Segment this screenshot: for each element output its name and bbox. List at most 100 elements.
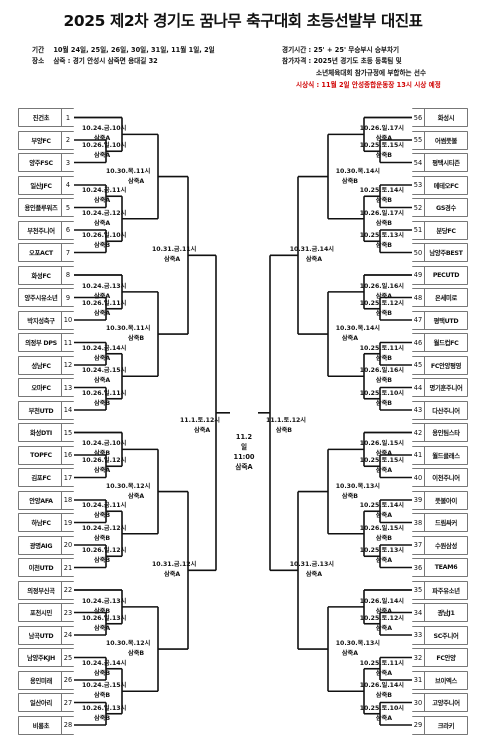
team-name: FC안양평영 [430, 362, 462, 370]
team-name: 광남J1 [437, 610, 455, 617]
left-r1-venue: 삼죽B [94, 607, 111, 615]
left-r1-venue: 삼죽B [94, 450, 111, 458]
team-name: 용인팀스타 [432, 430, 460, 437]
team-number: 44 [412, 379, 425, 396]
team-number: 6 [61, 221, 74, 239]
team-name: 이천주니어 [432, 475, 460, 482]
team-number: 48 [412, 289, 425, 306]
period-value: 10월 24일, 25일, 26일, 30일, 31일, 11월 1일, 2일 [53, 46, 215, 54]
team-name: 수원삼성 [435, 542, 457, 550]
right-r1-venue: 삼죽A [375, 557, 392, 565]
team-number: 12 [61, 356, 74, 374]
left-r1-venue: 삼죽B [94, 714, 111, 722]
left-r1-time: 10.24.금.13시 [82, 597, 127, 605]
team-name: 의정부신곡 [27, 587, 55, 595]
team-name: 김포FC [31, 475, 51, 482]
final-day: 일 [240, 443, 248, 451]
right-r1-time: 10.25.토.11시 [359, 344, 404, 352]
period-label: 기간 [32, 46, 45, 54]
venue-row: 장소 삼죽 : 경기 안성시 삼죽면 용대길 32 [32, 56, 158, 66]
right-r1-venue: 삼죽A [375, 624, 392, 632]
left-r1-venue: 삼죽A [94, 197, 111, 205]
left-r1-time: 10.24.금.14시 [82, 659, 127, 667]
right-r1-time: 10.26.일.17시 [359, 125, 404, 133]
left-r1-venue: 삼죽B [94, 557, 111, 565]
right-r1-venue: 삼죽B [375, 354, 392, 362]
team-number: 32 [412, 649, 425, 666]
team-name: 다산주니어 [432, 407, 460, 415]
team-name: 분당FC [436, 227, 456, 235]
left-r2-venue: 삼죽A [128, 492, 145, 500]
team-name: 브이엑스 [435, 677, 457, 685]
team-number: 13 [61, 379, 74, 396]
left-r1-venue: 삼죽A [94, 467, 111, 475]
team-name: 평택UTD [433, 317, 459, 325]
right-team-slot: 평택UTD 47 [412, 310, 468, 330]
team-number: 47 [412, 311, 425, 329]
right-r1-venue: 삼죽A [375, 467, 392, 475]
team-number: 1 [61, 109, 74, 126]
team-name: 화성시 [437, 115, 455, 122]
team-name: 메테오FC [433, 182, 459, 190]
right-r1-venue: 삼죽A [375, 135, 392, 143]
team-name: 화성FC [31, 272, 51, 280]
team-name: 남양주KJH [26, 655, 56, 662]
left-semi-time: 11.1.토.12시 [180, 416, 220, 424]
team-number: 46 [412, 334, 425, 351]
team-number: 42 [412, 424, 425, 441]
team-name: 하남FC [31, 520, 51, 527]
team-name: 오포ACT [29, 250, 53, 257]
right-r2-venue: 삼죽A [341, 650, 358, 658]
team-number: 11 [61, 334, 74, 351]
left-r1-time: 10.26.일.11시 [82, 299, 127, 307]
team-number: 5 [61, 199, 74, 216]
team-number: 15 [61, 424, 74, 441]
right-team-slot: 용인팀스타 42 [412, 423, 468, 442]
team-name: GS경수 [435, 205, 457, 212]
team-name: 고양주니어 [432, 700, 460, 707]
team-name: 안양AFA [29, 497, 53, 505]
left-r1-venue: 삼죽B [94, 512, 111, 520]
team-number: 21 [61, 559, 74, 576]
left-r2-time: 10.30.목.11시 [106, 325, 151, 333]
team-number: 36 [412, 559, 425, 576]
team-number: 10 [61, 311, 74, 329]
match-time: 경기시간 : 25' + 25' 무승부시 승부차기 [282, 46, 400, 54]
left-r1-venue: 삼죽B [94, 399, 111, 407]
team-name: 양주시유소년 [24, 295, 58, 302]
final-date: 11.2 [235, 433, 253, 441]
award-ceremony: 시상식 : 11월 2일 안성종합운동장 13시 시상 예정 [296, 81, 441, 89]
right-r1-time: 10.25.토.15시 [359, 457, 404, 465]
left-r1-time: 10.26.일.12시 [82, 457, 127, 465]
right-r1-time: 10.26.일.15시 [359, 440, 404, 448]
right-r1-venue: 삼죽A [375, 292, 392, 300]
team-number: 40 [412, 469, 425, 486]
right-r1-venue: 삼죽B [375, 309, 392, 317]
left-r1-venue: 삼죽B [94, 534, 111, 542]
left-r1-venue: 삼죽A [94, 152, 111, 160]
right-r1-venue: 삼죽B [375, 534, 392, 542]
right-r1-time: 10.25.토.15시 [359, 142, 404, 150]
left-r1-venue: 삼죽B [94, 692, 111, 700]
team-number: 9 [61, 289, 74, 306]
team-number: 49 [412, 266, 425, 284]
left-r2-venue: 삼죽B [128, 650, 145, 658]
